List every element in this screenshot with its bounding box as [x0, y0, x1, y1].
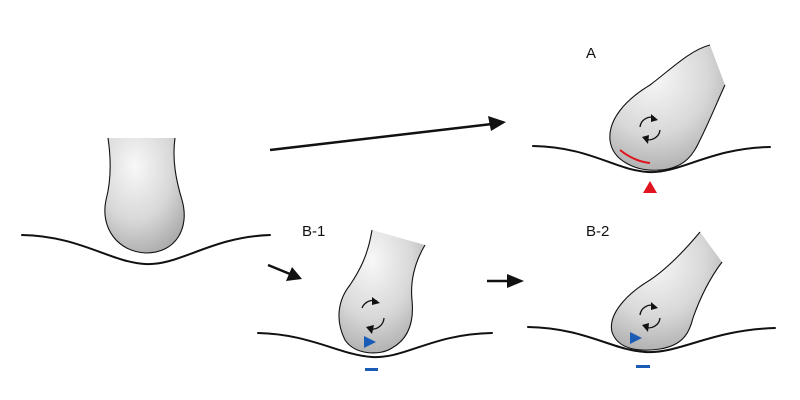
surface-a — [532, 145, 771, 174]
red-contact-arc — [619, 149, 651, 164]
arrow-to-b1 — [267, 263, 302, 281]
panel-b1: B-1 — [257, 223, 493, 371]
finger-b1 — [338, 229, 426, 354]
red-triangle-up-icon — [643, 181, 657, 193]
blue-triangle-icon — [364, 336, 376, 348]
arrow-to-b2 — [487, 274, 524, 288]
rotation-icon-b2 — [639, 302, 661, 332]
finger-initial — [104, 137, 185, 254]
panel-b1-label: B-1 — [302, 223, 325, 240]
surface-b2 — [527, 326, 776, 354]
panel-b2: B-2 — [527, 223, 776, 368]
finger-a — [609, 44, 726, 171]
surface-b1 — [257, 332, 493, 359]
blue-triangle-icon-b2 — [630, 332, 642, 344]
surface-initial — [21, 234, 271, 266]
initial-state — [21, 137, 271, 266]
panel-b2-label: B-2 — [586, 223, 609, 240]
finger-b2 — [610, 231, 723, 351]
rotation-icon-b1 — [361, 297, 385, 334]
panel-a-label: A — [586, 45, 596, 62]
blue-marker-b1 — [365, 368, 378, 371]
blue-marker-b2 — [636, 365, 650, 368]
rotation-icon-a — [639, 114, 661, 144]
arrow-to-a — [269, 116, 506, 152]
panel-a: A — [532, 44, 771, 193]
